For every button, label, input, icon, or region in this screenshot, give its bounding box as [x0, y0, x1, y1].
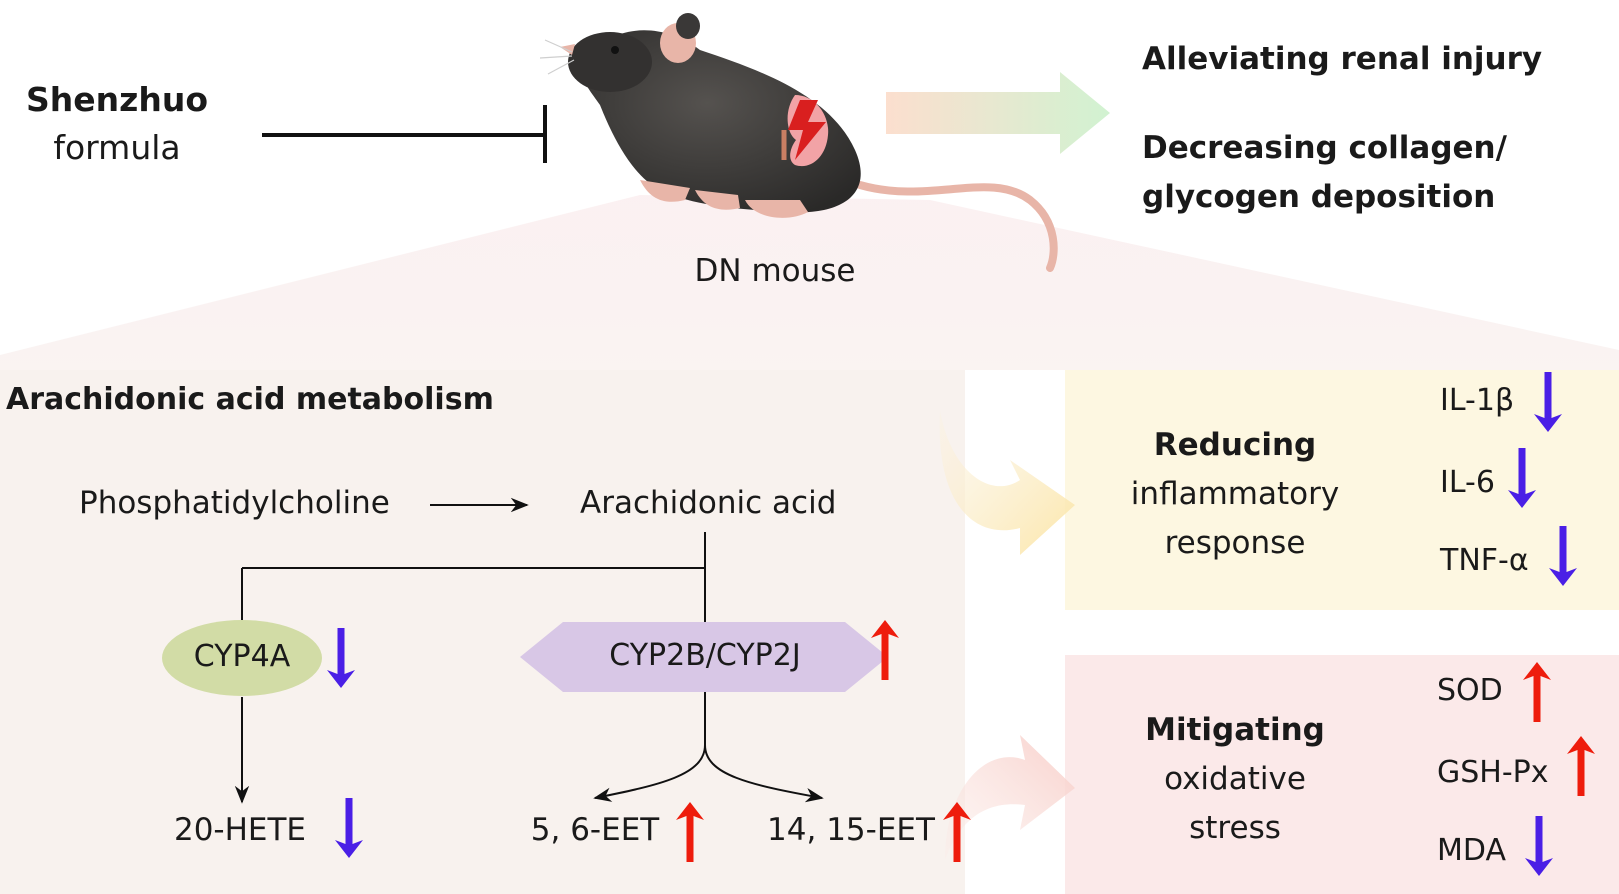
mouse-eye	[611, 46, 619, 54]
outcome-collagen-line2: glycogen deposition	[1142, 179, 1496, 215]
effect-oxidative-line3: stress	[1189, 810, 1281, 846]
marker-tnfa: TNF-α	[1440, 543, 1529, 578]
metabolite-56eet: 5, 6-EET	[530, 812, 660, 848]
inhibitor-name-line2: formula	[53, 128, 181, 167]
mouse-ear-2	[676, 13, 700, 39]
outcome-renal: Alleviating renal injury	[1142, 41, 1543, 77]
trend-arrow-cyp2-up-icon	[871, 620, 899, 680]
cyp2-node	[520, 622, 888, 692]
outcome-collagen: Decreasing collagen/	[1142, 130, 1507, 166]
trend-arrow-cyp4a-down-icon	[327, 628, 355, 688]
metabolite-1415eet: 14, 15-EET	[767, 812, 935, 848]
mouse-paw-front	[640, 180, 690, 202]
oxidative-panel	[1065, 655, 1619, 894]
effect-inflammation-line3: response	[1164, 525, 1306, 561]
mouse-head	[568, 32, 652, 92]
cyp4a-node	[162, 620, 322, 696]
outcome-arrow	[886, 72, 1110, 154]
subject-label: DN mouse	[694, 253, 856, 289]
mouse-paw-hind	[745, 200, 808, 218]
trend-arrow-il6-down-icon	[1508, 448, 1536, 508]
curve-arrow-oxidative	[945, 735, 1075, 860]
trend-arrow-20hete-down-icon	[335, 798, 363, 858]
trend-arrow-il1b-down-icon	[1534, 372, 1562, 432]
trend-arrow-tnfa-down-icon	[1549, 526, 1577, 586]
effect-oxidative-line2: oxidative	[1164, 761, 1306, 797]
trend-arrow-56eet-up-icon	[676, 802, 704, 862]
marker-il6: IL-6	[1440, 465, 1495, 500]
trend-arrow-1415eet-up-icon	[943, 802, 971, 862]
trend-arrow-sod-up-icon	[1523, 662, 1551, 722]
marker-il1b: IL-1β	[1440, 383, 1515, 418]
pathway-title: Arachidonic acid metabolism	[6, 382, 494, 417]
mouse-whiskers	[539, 39, 575, 75]
effect-inflammation-title: Reducing	[1153, 427, 1317, 463]
trend-arrow-mda-down-icon	[1525, 816, 1553, 876]
mouse-tail	[856, 181, 1058, 272]
arrow-to-1415eet	[704, 744, 824, 803]
funnel-backdrop	[0, 195, 1619, 370]
effect-inflammation-line2: inflammatory	[1130, 476, 1340, 512]
marker-gshpx: GSH-Px	[1437, 755, 1549, 790]
mouse-illustration	[539, 13, 1058, 272]
mouse-paw-front-2	[695, 190, 740, 210]
arrow-to-56eet	[593, 744, 706, 802]
injury-bolt-icon	[788, 100, 826, 160]
cyp4a-label: CYP4A	[193, 639, 291, 674]
trend-arrow-gshpx-up-icon	[1567, 736, 1595, 796]
curve-arrow-inflammation	[939, 410, 1075, 555]
marker-mda: MDA	[1437, 833, 1506, 868]
inflammation-panel	[1065, 370, 1619, 610]
mouse-body	[581, 30, 861, 213]
cyp2-label: CYP2B/CYP2J	[609, 638, 801, 673]
metabolite-20hete: 20-HETE	[173, 812, 307, 848]
inhibitor-name: Shenzhuo	[26, 80, 208, 119]
marker-sod: SOD	[1437, 673, 1503, 708]
substrate-label: Phosphatidylcholine	[79, 485, 390, 521]
product-label: Arachidonic acid	[580, 485, 837, 521]
effect-oxidative-title: Mitigating	[1145, 712, 1325, 748]
